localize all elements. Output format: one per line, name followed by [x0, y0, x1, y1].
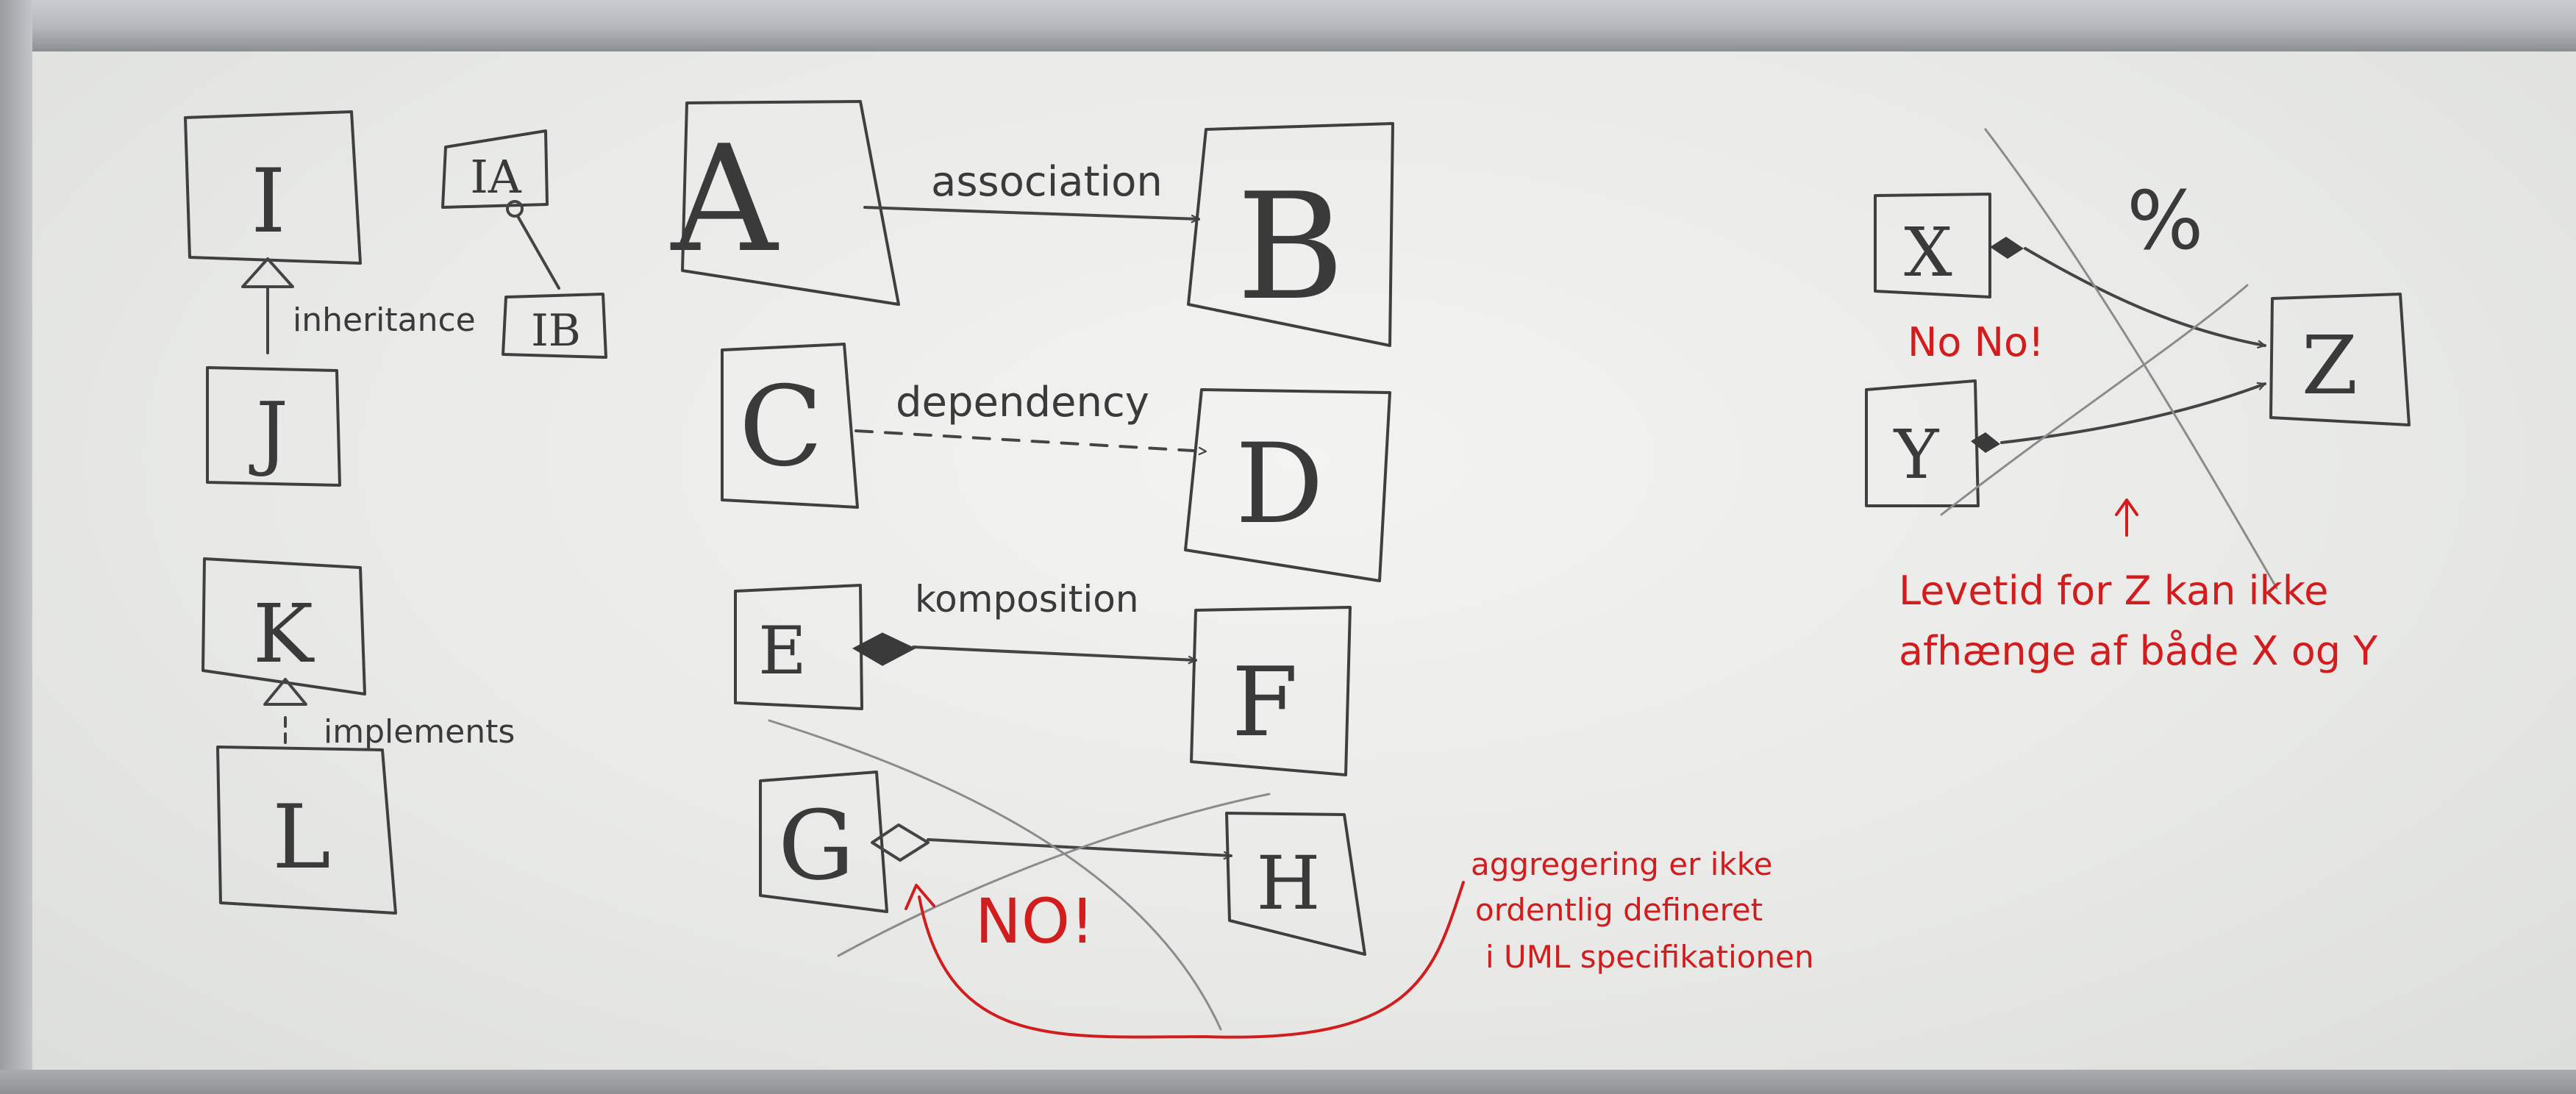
uml-box-c: C — [721, 343, 859, 509]
ia-ib-link — [516, 215, 560, 290]
svg-text:Z: Z — [2302, 318, 2358, 412]
uml-box-j: J — [206, 366, 341, 487]
aggregation-cross-out — [768, 719, 1271, 1031]
aggregation-arrow — [871, 823, 1232, 862]
svg-text:IA: IA — [470, 150, 521, 204]
lifetime-note-arrow — [2115, 498, 2138, 537]
whiteboard-frame-top — [0, 0, 2576, 51]
svg-text:L: L — [272, 787, 331, 889]
uml-box-b: B — [1187, 122, 1394, 347]
uml-box-z: Z — [2269, 293, 2411, 426]
whiteboard-frame-left — [0, 0, 32, 1094]
uml-box-f: F — [1190, 606, 1352, 776]
svg-text:aggregering er ikke: aggregering er ikke — [1471, 846, 1772, 882]
svg-text:G: G — [778, 790, 854, 901]
ia-association-end — [506, 200, 524, 218]
svg-text:ordentlig defineret: ordentlig defineret — [1475, 892, 1763, 928]
svg-text:H: H — [1256, 840, 1320, 926]
uml-box-d: D — [1184, 388, 1391, 582]
inheritance-arrow: inheritance — [241, 257, 476, 354]
svg-text:X: X — [1904, 213, 1952, 292]
svg-text:i UML specifikationen: i UML specifikationen — [1485, 939, 1814, 975]
svg-text:komposition: komposition — [915, 578, 1139, 621]
svg-text:K: K — [253, 587, 315, 681]
svg-text:inheritance: inheritance — [293, 301, 476, 339]
uml-box-i: I — [184, 110, 362, 265]
svg-text:implements: implements — [324, 713, 515, 751]
aggregation-note: aggregering er ikke ordentlig defineret … — [1471, 846, 1814, 975]
uml-box-k: K — [201, 557, 366, 696]
x-to-z-arrow — [2024, 247, 2265, 346]
svg-text:D: D — [1235, 421, 1324, 548]
association-arrow: association — [863, 158, 1200, 219]
svg-text:A: A — [670, 114, 779, 285]
uml-box-g: G — [759, 771, 888, 913]
svg-text:I: I — [251, 151, 285, 253]
aggregation-note-arrow — [905, 881, 1465, 1039]
uml-box-a: A — [670, 100, 900, 306]
composition-arrow: komposition — [852, 578, 1197, 666]
x-composition-diamond — [1990, 237, 2024, 259]
dependency-arrow: dependency — [854, 379, 1207, 451]
lifetime-note: Levetid for Z kan ikke afhænge af både X… — [1899, 568, 2378, 674]
uml-box-h: H — [1225, 812, 1366, 956]
percent-mark: % — [2127, 174, 2204, 268]
svg-text:IB: IB — [531, 305, 581, 357]
whiteboard-tray — [0, 1070, 2576, 1094]
svg-text:E: E — [758, 612, 807, 690]
xy-cross-out — [1940, 128, 2278, 590]
svg-text:Y: Y — [1893, 415, 1940, 494]
svg-text:association: association — [931, 158, 1163, 206]
uml-box-x: X — [1874, 193, 1991, 298]
svg-text:dependency: dependency — [896, 379, 1149, 426]
uml-box-l: L — [216, 746, 397, 915]
uml-box-e: E — [734, 584, 863, 710]
svg-text:Levetid for Z kan ikke: Levetid for Z kan ikke — [1899, 568, 2328, 614]
no-note: NO! — [975, 885, 1095, 957]
svg-text:afhænge af både X og Y: afhænge af både X og Y — [1899, 628, 2378, 674]
svg-text:F: F — [1232, 646, 1298, 758]
svg-text:C: C — [739, 363, 824, 491]
svg-text:J: J — [249, 385, 288, 479]
uml-box-ia: IA — [441, 129, 549, 209]
y-to-z-arrow — [2000, 384, 2265, 444]
implements-arrow: implements — [263, 678, 515, 751]
svg-text:B: B — [1237, 162, 1345, 333]
whiteboard-surface — [32, 51, 2576, 1070]
uml-box-y: Y — [1865, 379, 1980, 507]
y-composition-diamond — [1971, 432, 2000, 453]
no-no-note: No No! — [1908, 319, 2044, 365]
uml-box-ib: IB — [502, 293, 607, 359]
